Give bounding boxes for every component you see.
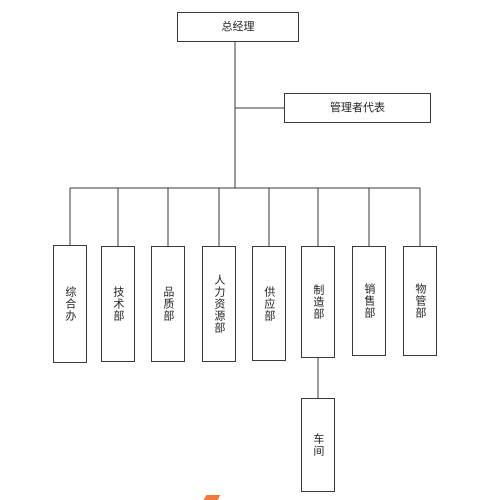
representative-box: 管理者代表	[284, 93, 431, 123]
department-box-materials: 物管部	[403, 246, 437, 356]
workshop-box: 车间	[301, 398, 335, 492]
department-box-hr: 人力资源部	[202, 246, 236, 362]
department-label: 综合办	[63, 286, 77, 322]
orange-mark	[203, 495, 221, 500]
department-label: 技术部	[111, 286, 125, 322]
department-label: 制造部	[311, 284, 325, 320]
department-label: 销售部	[362, 283, 376, 319]
department-box-sales: 销售部	[352, 246, 386, 356]
department-box-manufacturing: 制造部	[301, 246, 335, 358]
department-label: 物管部	[413, 283, 427, 319]
department-label: 供应部	[262, 285, 276, 322]
department-box-general-office: 综合办	[53, 245, 87, 363]
workshop-label: 车间	[311, 433, 325, 457]
general-manager-label: 总经理	[221, 20, 255, 34]
department-box-technology: 技术部	[101, 246, 135, 362]
representative-label: 管理者代表	[330, 101, 385, 115]
department-label: 人力资源部	[212, 274, 226, 334]
department-box-supply: 供应部	[252, 246, 286, 361]
department-box-quality: 品质部	[151, 246, 185, 362]
department-label: 品质部	[161, 286, 175, 322]
general-manager-box: 总经理	[177, 12, 299, 42]
